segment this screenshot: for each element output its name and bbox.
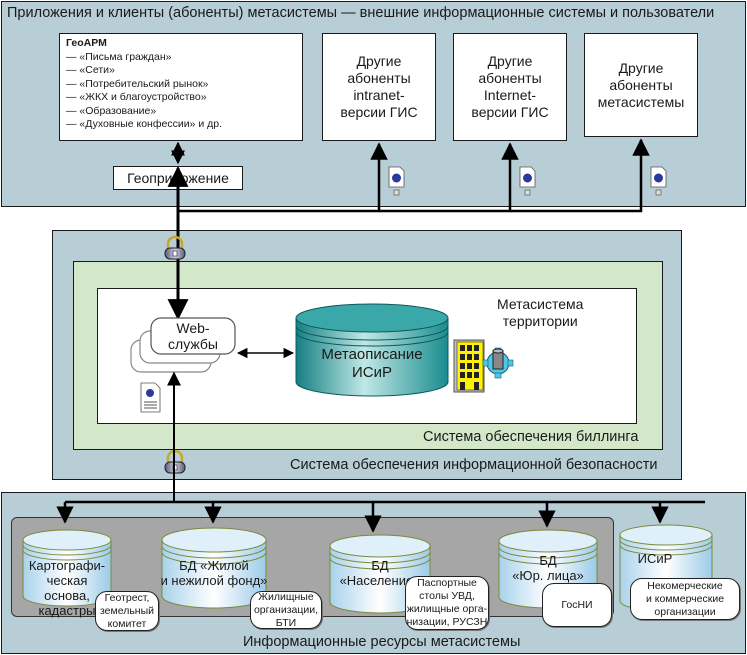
bubble-line: Паспортные — [417, 577, 477, 589]
metasystem-title: Метасистема территории — [497, 296, 583, 330]
metadescription-db-node[interactable]: Метаописание ИСиР — [296, 344, 448, 384]
subscriber-line: версии ГИС — [340, 104, 418, 120]
db-label-line: Картографи- — [28, 558, 106, 573]
subscriber-line: intranet- — [353, 87, 405, 103]
subscriber-line: абоненты — [478, 70, 542, 86]
db-label-line: ИСиР — [637, 551, 673, 566]
geoarm-box[interactable]: ГеоАРМ — «Письма граждан» — «Сети» — «По… — [59, 33, 303, 141]
bubble-line: Геотрест, — [104, 591, 150, 604]
geoapplication-box[interactable]: Геоприложение — [113, 166, 243, 190]
subscriber-line: Другие — [356, 53, 402, 69]
geoapplication-label: Геоприложение — [127, 169, 229, 186]
subscriber-box-intranet[interactable]: Другие абоненты intranet- версии ГИС — [322, 33, 436, 141]
source-bubble-passport: Паспортные столы УВД, жилищные орга- низ… — [405, 576, 489, 630]
bubble-line: столы УВД, — [419, 590, 475, 602]
geoarm-item: — «Образование» — [66, 104, 157, 117]
bubble-line: низации, РУСЗН — [406, 616, 488, 628]
bubble-line: жилищные орга- — [406, 603, 488, 615]
bubble-line: комитет — [107, 617, 147, 630]
subscriber-line: версии ГИС — [471, 104, 549, 120]
subscriber-line: метасистемы — [597, 93, 685, 110]
db-label-line: ческая основа, — [44, 573, 90, 603]
web-services-label: службы — [168, 336, 218, 352]
db-label-legal[interactable]: БД «Юр. лица» — [499, 553, 597, 583]
db-label-housing[interactable]: БД «Жилой и нежилой фонд» — [160, 558, 268, 588]
source-bubble-gosni: ГосНИ — [542, 583, 612, 627]
source-bubble-commercial: Некомерческие и коммерческие организации — [630, 578, 740, 620]
bubble-line: БТИ — [275, 616, 297, 629]
bubble-line: ГосНИ — [561, 598, 593, 611]
metadb-label: ИСиР — [352, 364, 392, 381]
db-label-line: БД «Жилой — [179, 558, 249, 573]
geoarm-item: — «Духовные конфессии» и др. — [66, 118, 222, 130]
bubble-line: организации, — [253, 603, 319, 616]
billing-panel-title: Система обеспечения биллинга — [423, 429, 639, 445]
security-panel-title: Система обеспечения информационной безоп… — [290, 457, 658, 473]
db-label-line: «Население» — [339, 573, 421, 588]
db-label-cartography[interactable]: Картографи- ческая основа, кадастры — [23, 558, 111, 618]
metasystem-title-line: Метасистема — [497, 296, 584, 312]
geoarm-item: — «ЖКХ и благоустройство» — [66, 91, 207, 103]
subscriber-line: абоненты — [347, 70, 411, 86]
db-label-line: кадастры — [38, 603, 96, 618]
geoarm-title: ГеоАРМ — [66, 37, 107, 49]
db-label-line: «Юр. лица» — [512, 568, 584, 583]
subscriber-box-internet[interactable]: Другие абоненты Internet- версии ГИС — [453, 33, 567, 141]
web-services-label: Web- — [176, 320, 210, 336]
db-label-population[interactable]: БД «Население» — [330, 558, 430, 588]
geoarm-item: — «Сети» — [66, 64, 115, 76]
metadb-label: Метаописание — [321, 346, 423, 363]
db-label-line: и нежилой фонд» — [160, 573, 268, 588]
bubble-line: организации — [654, 605, 716, 618]
geoarm-item: — «Потребительский рынок» — [66, 77, 209, 90]
metasystem-title-line: территории — [502, 313, 578, 329]
bubble-line: земельный — [99, 604, 155, 617]
subscriber-line: Internet- — [483, 87, 537, 103]
subscriber-line: Другие — [487, 53, 533, 69]
db-label-line: БД — [371, 558, 389, 573]
subscriber-box-metasystem[interactable]: Другие абоненты метасистемы — [584, 33, 698, 137]
resources-panel-title: Информационные ресурсы метасистемы — [243, 634, 521, 650]
source-bubble-housing-orgs: Жилищные организации, БТИ — [250, 591, 322, 629]
clients-panel-title: Приложения и клиенты (абоненты) метасист… — [7, 5, 715, 21]
bubble-line: и коммерческие — [645, 592, 725, 605]
bubble-line: Жилищные — [258, 590, 314, 603]
db-label-line: БД — [539, 553, 557, 568]
subscriber-line: абоненты — [609, 76, 673, 93]
db-label-isir[interactable]: ИСиР — [620, 551, 690, 566]
source-bubble-geotrest: Геотрест, земельный комитет — [95, 591, 159, 631]
subscriber-line: Другие — [618, 59, 664, 76]
bubble-line: Некомерческие — [647, 579, 723, 592]
web-services-node[interactable]: Web- службы — [151, 318, 235, 354]
geoarm-item: — «Письма граждан» — [66, 50, 172, 63]
